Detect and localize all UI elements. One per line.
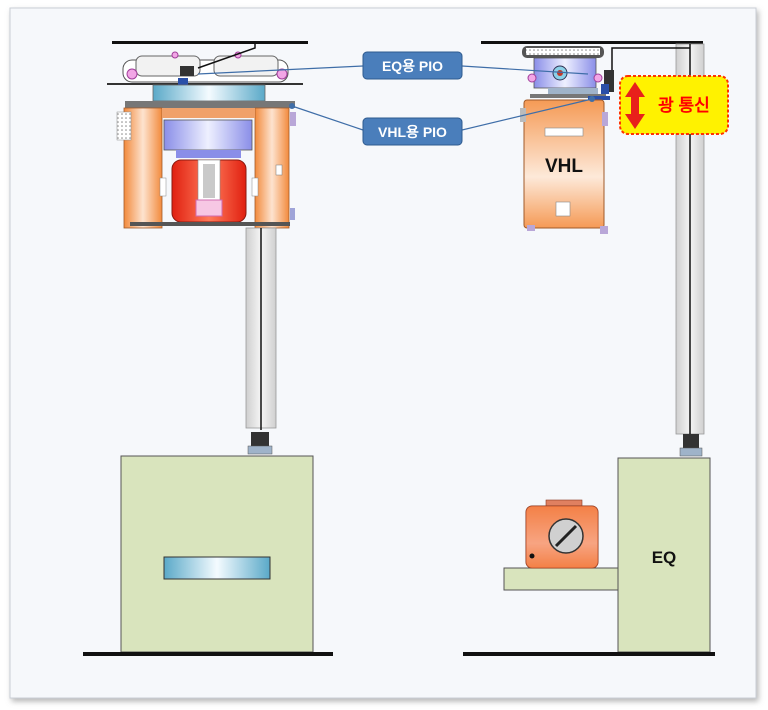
eq-label: EQ xyxy=(652,548,677,567)
vhl-label: VHL xyxy=(545,156,583,177)
right-equipment xyxy=(617,457,711,653)
left-floor xyxy=(83,652,333,656)
optical-comm-box xyxy=(619,75,729,135)
double-arrow-icon xyxy=(625,82,645,129)
eq-pio-label: EQ용 PIO xyxy=(382,58,443,74)
callouts: EQ용 PIO VHL용 PIO 광 통신 xyxy=(197,51,729,146)
left-equipment xyxy=(120,455,314,653)
right-shelf xyxy=(503,567,619,591)
vhl-pio-label: VHL용 PIO xyxy=(378,124,447,140)
right-ceiling-rail xyxy=(481,41,703,44)
left-scene xyxy=(83,41,333,656)
vhl-body xyxy=(523,99,605,229)
vhl-pio-label-box xyxy=(362,117,463,146)
right-scene: VHL EQ xyxy=(463,41,715,656)
right-floor xyxy=(463,652,715,656)
left-ceiling-rail xyxy=(112,41,308,44)
left-load-port xyxy=(163,556,271,580)
optical-comm-label: 광 통신 xyxy=(658,96,710,115)
eq-pio-label-box xyxy=(362,51,463,80)
right-eq-pio-sensor xyxy=(601,84,609,94)
